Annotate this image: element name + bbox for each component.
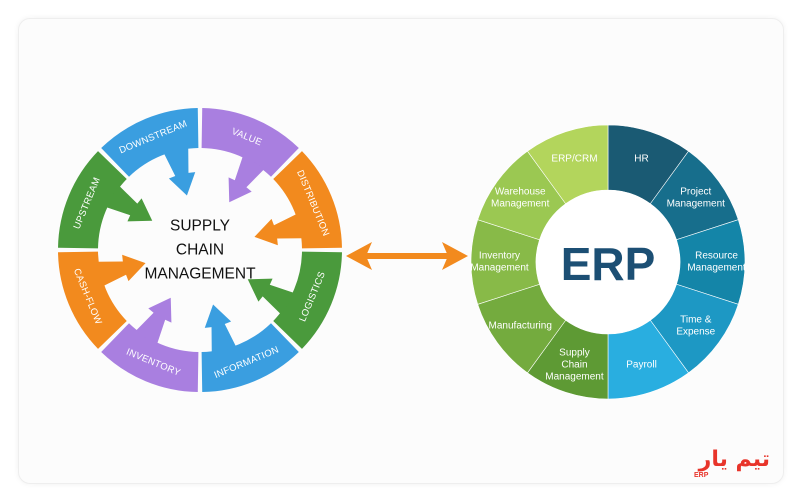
scm-inward-arrow [105, 185, 153, 222]
erp-segment-label: Expense [676, 326, 715, 337]
erp-segment-label: Warehouse [495, 187, 546, 198]
scm-inward-arrow [163, 146, 196, 196]
scm-segment-inventory: INVENTORY [101, 297, 199, 392]
logo-text: تیم یار [698, 447, 770, 472]
scm-inward-arrow [96, 254, 146, 287]
erp-segment-label: Management [470, 263, 529, 274]
scm-segment-cash-flow: CASH-FLOW [58, 251, 146, 349]
scm-inward-arrow [204, 304, 237, 354]
erp-segment-label: Resource [695, 251, 738, 262]
arrow-head-left [346, 242, 372, 270]
erp-segment-label: Management [545, 372, 604, 383]
erp-segment-label: Manufacturing [489, 320, 552, 331]
scm-center-title: SUPPLY [170, 218, 230, 235]
erp-segment-label: Management [667, 199, 726, 210]
erp-segment-label: Management [687, 263, 746, 274]
erp-segment-label: Time & [680, 314, 712, 325]
erp-segment-label: Chain [561, 360, 587, 371]
erp-center-title: ERP [561, 238, 656, 290]
erp-segment-label: Supply [559, 348, 590, 359]
teamyar-logo: تیم یار ERP [686, 440, 772, 480]
logo-subtext: ERP [694, 472, 709, 479]
scm-inward-arrow [228, 155, 265, 203]
erp-segment-label: Payroll [626, 360, 657, 371]
scm-inward-arrow [254, 213, 304, 246]
erp-segment-label: HR [634, 153, 648, 164]
scm-center-title: CHAIN [176, 242, 224, 259]
erp-segment-label: Project [680, 187, 711, 198]
erp-segment-label: Management [491, 199, 550, 210]
scm-segment-downstream: DOWNSTREAM [101, 108, 199, 196]
erp-wheel: HRProjectManagementResourceManagementTim… [470, 124, 746, 400]
scm-inward-arrow [135, 297, 172, 345]
scm-segment-value: VALUE [201, 108, 299, 203]
bidirectional-arrow [346, 242, 468, 270]
erp-center-disc [536, 190, 680, 334]
scm-segment-logistics: LOGISTICS [247, 251, 342, 349]
scm-segment-upstream: UPSTREAM [58, 151, 153, 249]
erp-segment-label: ERP/CRM [551, 153, 597, 164]
arrow-shaft [366, 253, 448, 259]
erp-segment-label: Inventory [479, 251, 520, 262]
scm-segment-distribution: DISTRIBUTION [254, 151, 342, 249]
arrow-head-right [442, 242, 468, 270]
scm-inward-arrow [247, 278, 295, 315]
scm-center-title: MANAGEMENT [144, 266, 256, 283]
